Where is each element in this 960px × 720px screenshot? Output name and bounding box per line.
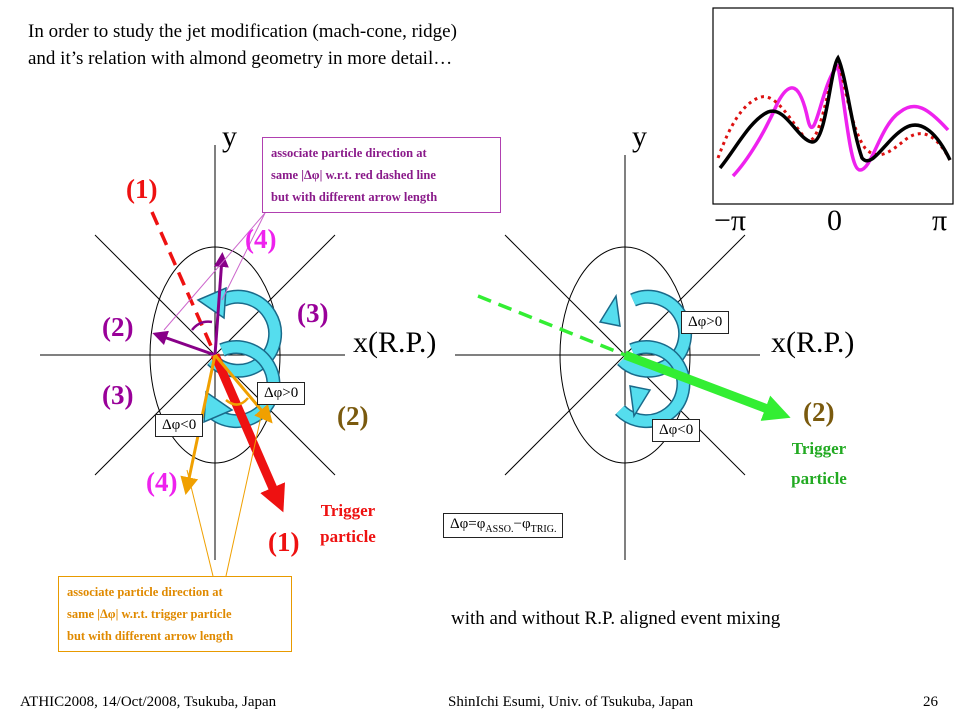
inset-tick-pi: π bbox=[932, 204, 948, 237]
dphi-def-sub-trig: TRIG. bbox=[530, 524, 557, 535]
right-rotation-circles bbox=[598, 289, 693, 429]
right-trigger-line-2: particle bbox=[791, 469, 847, 488]
left-label-1-top: (1) bbox=[126, 174, 158, 204]
right-trigger-particle-label: Trigger particle bbox=[776, 434, 862, 494]
left-orange-arrow-short bbox=[213, 354, 273, 424]
dphi-def-mid: −φ bbox=[513, 516, 531, 532]
footer-author: ShinIchi Esumi, Univ. of Tsukuba, Japan bbox=[448, 694, 694, 710]
right-dphi-positive: Δφ>0 bbox=[681, 311, 730, 334]
right-trigger-line-1: Trigger bbox=[791, 439, 847, 458]
left-label-1-bottom: (1) bbox=[268, 527, 300, 557]
footer-page-number: 26 bbox=[923, 694, 938, 710]
right-y-axis-label: y bbox=[632, 120, 647, 153]
purple-note-box: associate particle direction at same |Δφ… bbox=[262, 137, 501, 213]
left-red-dashed-line bbox=[150, 211, 217, 356]
intro-text: In order to study the jet modification (… bbox=[28, 18, 628, 72]
left-label-4-bottom: (4) bbox=[146, 467, 178, 497]
left-label-4-top: (4) bbox=[245, 224, 277, 254]
left-trigger-line-2: particle bbox=[320, 527, 376, 546]
inset-tick-zero: 0 bbox=[827, 204, 842, 237]
orange-note-box: associate particle direction at same |Δφ… bbox=[58, 576, 292, 652]
left-label-3-left: (3) bbox=[102, 380, 134, 410]
left-purple-arrow-short bbox=[152, 330, 216, 357]
right-dphi-negative: Δφ<0 bbox=[652, 419, 701, 442]
footer-conference: ATHIC2008, 14/Oct/2008, Tsukuba, Japan bbox=[20, 694, 277, 710]
right-label-2: (2) bbox=[803, 397, 835, 427]
left-y-axis-label: y bbox=[222, 120, 237, 153]
purple-note-leaders bbox=[163, 212, 266, 331]
inset-plot bbox=[712, 7, 954, 205]
orange-note-leaders bbox=[186, 411, 263, 577]
right-x-axis-label: x(R.P.) bbox=[771, 326, 855, 359]
left-dphi-negative: Δφ<0 bbox=[155, 414, 204, 437]
dphi-definition-box: Δφ=φASSO.−φTRIG. bbox=[443, 513, 564, 538]
mixing-caption: with and without R.P. aligned event mixi… bbox=[451, 608, 781, 629]
left-purple-arrow-long bbox=[213, 252, 229, 356]
left-purple-angle-arc bbox=[191, 320, 213, 331]
orange-note-line-1: associate particle direction at bbox=[67, 585, 223, 599]
left-trigger-line-1: Trigger bbox=[320, 501, 376, 520]
left-label-2-left: (2) bbox=[102, 312, 134, 342]
left-x-axis-label: x(R.P.) bbox=[353, 326, 437, 359]
intro-line-1: In order to study the jet modification (… bbox=[28, 21, 457, 42]
left-dphi-positive: Δφ>0 bbox=[257, 382, 306, 405]
left-orange-angle-arc bbox=[225, 397, 249, 406]
inset-magenta-curve bbox=[731, 62, 950, 178]
right-trigger-arrow bbox=[623, 350, 791, 421]
intro-line-2: and it’s relation with almond geometry i… bbox=[28, 48, 453, 69]
orange-note-line-2: same |Δφ| w.r.t. trigger particle bbox=[67, 607, 232, 621]
orange-note-line-3: but with different arrow length bbox=[67, 629, 234, 643]
inset-black-curve bbox=[718, 54, 952, 170]
left-trigger-arrow bbox=[210, 353, 286, 513]
dphi-def-main: Δφ=φ bbox=[450, 516, 486, 532]
purple-note-line-3: but with different arrow length bbox=[271, 190, 438, 204]
left-label-3-right: (3) bbox=[297, 298, 329, 328]
right-green-dashed-line bbox=[477, 294, 626, 357]
purple-note-line-2: same |Δφ| w.r.t. red dashed line bbox=[271, 168, 436, 182]
inset-tick-minus-pi: −π bbox=[714, 204, 747, 237]
dphi-def-sub-asso: ASSO. bbox=[485, 524, 514, 535]
purple-note-line-1: associate particle direction at bbox=[271, 146, 427, 160]
left-label-2-right: (2) bbox=[337, 401, 369, 431]
left-trigger-particle-label: Trigger particle bbox=[306, 498, 390, 550]
